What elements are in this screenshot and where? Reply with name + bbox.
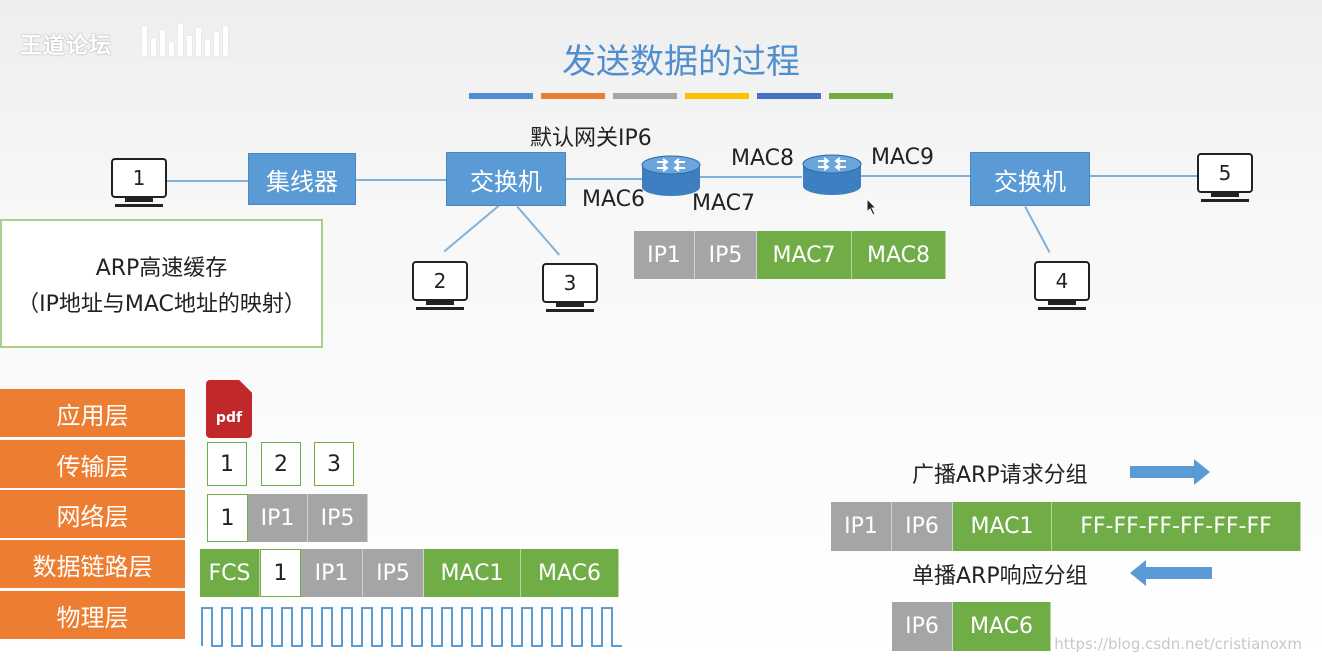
layer-transport: 传输层 (0, 440, 185, 490)
frame-field: FCS (200, 549, 260, 597)
frame-field: IP6 (892, 502, 953, 551)
frame-field: MAC8 (852, 231, 946, 279)
arrow-left-icon (1130, 560, 1212, 586)
title-stripe (685, 93, 749, 99)
host-3-icon: 3 (542, 263, 598, 313)
layer-physical: 物理层 (0, 591, 185, 641)
frame-field: IP5 (363, 549, 424, 597)
arp-cache-box: ARP高速缓存 （IP地址与MAC地址的映射） (0, 219, 323, 348)
hub-node: 集线器 (248, 153, 356, 205)
link-router1-router2 (700, 176, 802, 178)
router-2-icon (802, 152, 862, 196)
frame-field: MAC1 (424, 549, 521, 597)
link-router2-switch (860, 175, 970, 177)
arp-broadcast-label: 广播ARP请求分组 (912, 463, 1088, 488)
frame-field: IP1 (301, 549, 363, 597)
frame-field: FF-FF-FF-FF-FF-FF (1052, 502, 1301, 551)
link-switch-host3 (516, 206, 560, 256)
transport-segment: 3 (314, 442, 354, 486)
host-1-icon: 1 (111, 158, 167, 208)
frame-field: 1 (260, 549, 301, 597)
host-1-label: 1 (111, 158, 167, 198)
packet-field: IP1 (248, 494, 308, 542)
packet-field: IP5 (308, 494, 368, 542)
network-packet: 1 IP1 IP5 (207, 494, 368, 542)
title-stripe (829, 93, 893, 99)
frame-field: MAC7 (757, 231, 852, 279)
source-credit: https://blog.csdn.net/cristianoxm (1054, 635, 1302, 653)
frame-field: IP6 (892, 602, 953, 651)
switch-left-node: 交换机 (446, 152, 566, 206)
frame-field: IP5 (695, 231, 757, 279)
host-5-label: 5 (1197, 153, 1253, 193)
title-stripe (541, 93, 605, 99)
page-title: 发送数据的过程 (562, 42, 800, 82)
physical-signal-wave (201, 607, 622, 647)
link-host1-hub (167, 180, 249, 182)
router-1-icon (641, 153, 701, 197)
host-3-label: 3 (542, 263, 598, 303)
title-stripe (469, 93, 533, 99)
host-2-label: 2 (412, 261, 468, 301)
router-frame: IP1 IP5 MAC7 MAC8 (634, 231, 946, 279)
transport-segment: 2 (261, 442, 301, 486)
watermark-logo: 王道论坛 (20, 34, 113, 59)
frame-field: IP1 (831, 502, 892, 551)
data-link-frame: FCS 1 IP1 IP5 MAC1 MAC6 (200, 549, 619, 597)
title-stripe (757, 93, 821, 99)
mac9-label: MAC9 (871, 145, 935, 170)
host-5-icon: 5 (1197, 153, 1253, 203)
arp-request-frame: IP1 IP6 MAC1 FF-FF-FF-FF-FF-FF (831, 502, 1301, 551)
link-switch-router1 (564, 178, 642, 180)
mac7-label: MAC7 (692, 191, 756, 216)
arp-response-frame: IP6 MAC6 (892, 602, 1051, 651)
link-switch-host2 (443, 204, 500, 253)
transport-segment: 1 (207, 442, 247, 486)
mac6-label: MAC6 (582, 187, 646, 212)
arrow-right-icon (1130, 459, 1210, 485)
frame-field: MAC6 (521, 549, 619, 597)
arp-cache-subtitle: （IP地址与MAC地址的映射） (17, 291, 306, 317)
frame-field: MAC6 (953, 602, 1051, 651)
link-switch-host4 (1024, 206, 1051, 253)
switch-right-node: 交换机 (970, 152, 1090, 206)
pdf-file-icon: pdf (206, 380, 252, 438)
host-2-icon: 2 (412, 261, 468, 311)
layer-application: 应用层 (0, 389, 185, 439)
packet-field: 1 (207, 494, 248, 542)
link-switch-host5 (1088, 175, 1198, 177)
host-4-icon: 4 (1034, 261, 1090, 311)
watermark-bars (142, 20, 242, 56)
gateway-label: 默认网关IP6 (530, 126, 652, 151)
link-hub-switch (354, 179, 446, 181)
mouse-cursor-icon (866, 198, 878, 216)
arp-unicast-label: 单播ARP响应分组 (912, 564, 1088, 589)
mac8-label: MAC8 (731, 146, 795, 171)
host-4-label: 4 (1034, 261, 1090, 301)
frame-field: IP1 (634, 231, 695, 279)
title-stripes (469, 93, 893, 99)
layer-network: 网络层 (0, 490, 185, 540)
arp-cache-title: ARP高速缓存 (95, 255, 228, 281)
layer-data-link: 数据链路层 (0, 540, 185, 590)
frame-field: MAC1 (953, 502, 1052, 551)
title-stripe (613, 93, 677, 99)
